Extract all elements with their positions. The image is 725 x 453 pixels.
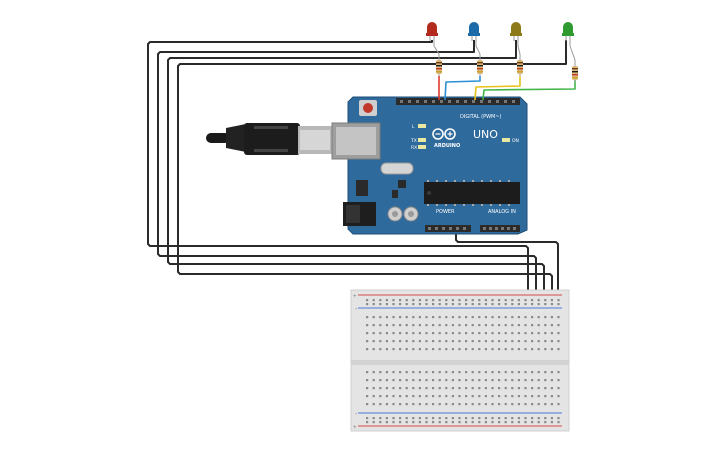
arduino-uno-board[interactable]: UNO ARDUINO DIGITAL (PWM~) POWER ANALOG … xyxy=(331,96,528,235)
wire-blue-signal[interactable] xyxy=(444,76,481,101)
breadboard-holes xyxy=(366,299,560,424)
led-olive[interactable] xyxy=(510,22,522,55)
power-header[interactable] xyxy=(425,225,471,232)
usb-cable[interactable] xyxy=(206,123,334,155)
atmega-chip xyxy=(424,182,520,204)
led-rx xyxy=(418,145,426,149)
tx-led-label: TX xyxy=(410,138,417,144)
reset-button-cap[interactable] xyxy=(363,103,373,113)
signal-wires xyxy=(438,76,576,101)
l-led-label: L xyxy=(412,124,415,130)
led-l xyxy=(418,124,426,128)
led-tx xyxy=(418,138,426,142)
top-rail-minus-mark: - xyxy=(354,305,358,313)
arduino-logo-icon xyxy=(432,128,456,140)
led-resistor-group xyxy=(426,22,578,82)
breadboard[interactable]: + - - + xyxy=(350,289,570,432)
resistor-red[interactable] xyxy=(436,54,442,76)
wire-red-led-cathode[interactable] xyxy=(147,40,529,296)
board-model-label: UNO xyxy=(473,128,498,141)
on-led-label: ON xyxy=(512,138,519,144)
analog-header[interactable] xyxy=(480,225,520,232)
wire-olive-led-cathode[interactable] xyxy=(167,40,545,296)
led-green[interactable] xyxy=(562,22,576,61)
digital-pins-label: DIGITAL (PWM~) xyxy=(460,114,502,120)
rx-led-label: RX xyxy=(411,145,417,151)
bottom-rail-plus-mark: + xyxy=(353,424,357,431)
wire-arduino-gnd[interactable] xyxy=(455,228,559,296)
led-red[interactable] xyxy=(426,22,440,55)
board-brand-label: ARDUINO xyxy=(434,143,460,149)
bottom-rail-minus-mark: - xyxy=(354,410,358,418)
resistor-green[interactable] xyxy=(572,60,578,82)
wire-yellow-signal[interactable] xyxy=(474,76,521,101)
wire-blue-led-cathode[interactable] xyxy=(157,40,537,296)
resistor-blue[interactable] xyxy=(477,54,483,76)
analog-section-label: ANALOG IN xyxy=(488,209,516,215)
wire-green-signal[interactable] xyxy=(482,80,576,101)
power-section-label: POWER xyxy=(436,209,455,215)
led-on xyxy=(502,138,510,142)
led-blue[interactable] xyxy=(468,22,481,55)
resistor-olive[interactable] xyxy=(517,54,523,76)
top-rail-plus-mark: + xyxy=(353,293,357,300)
